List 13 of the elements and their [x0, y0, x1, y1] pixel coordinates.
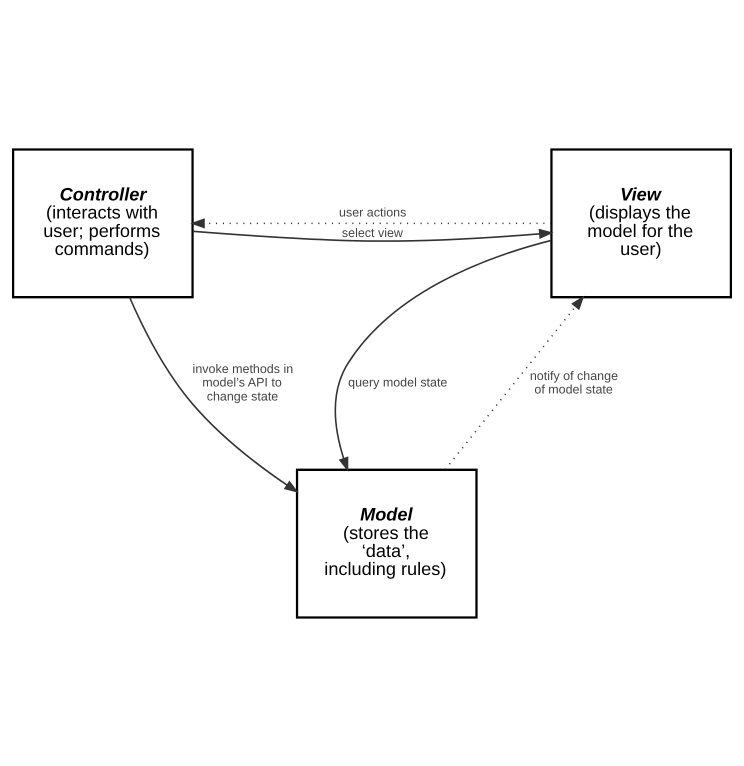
edge-label: select view	[342, 225, 403, 240]
arrow	[190, 218, 552, 228]
arrow	[192, 228, 554, 242]
edge-label: query model state	[348, 375, 448, 390]
arrow	[334, 239, 552, 472]
arrow	[444, 295, 584, 470]
edge-label: invoke methods in model’s API to change state	[192, 362, 294, 403]
node-box: Model (stores the ‘data’, including rules)	[296, 468, 478, 618]
arrow	[128, 296, 299, 492]
node-box: View (displays the model for the user)	[550, 148, 732, 298]
edge-label: user actions	[339, 204, 406, 219]
node-box: Controller (interacts with user; performs commands)	[12, 148, 194, 298]
edge-label: notify of change of model state	[530, 368, 618, 396]
